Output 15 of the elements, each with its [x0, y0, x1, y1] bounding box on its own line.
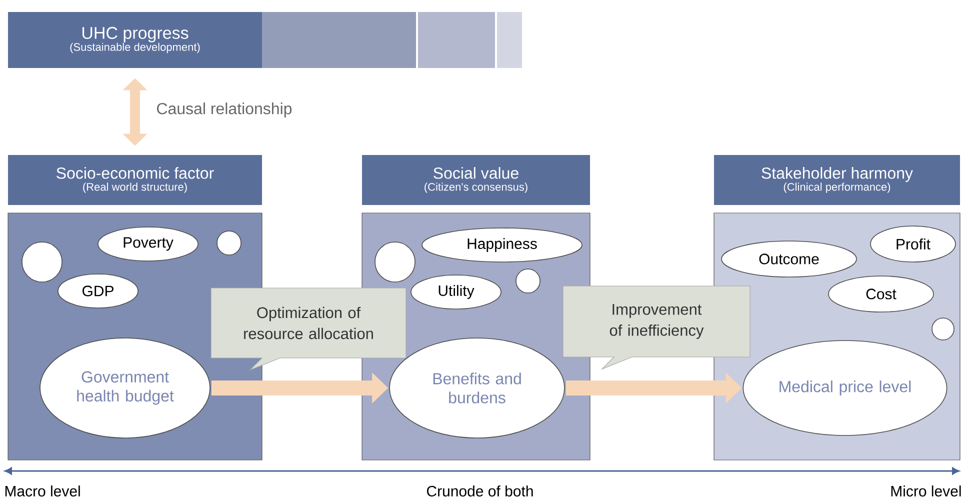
panel-heading: Stakeholder harmony (Clinical performance): [714, 155, 960, 205]
axis-label: Micro level: [891, 485, 961, 496]
title-box: UHC progress (Sustainable development): [8, 12, 262, 68]
edge-label: Causal relationship: [157, 102, 292, 118]
bubble: [516, 268, 540, 294]
callout-box: Optimization of resource allocation: [210, 288, 406, 371]
bubble: [216, 230, 242, 256]
panel-heading: Social value (Citizen's consensus): [362, 155, 590, 205]
bubble: [22, 242, 62, 282]
callout-box: Improvement of inefficiency: [562, 286, 750, 370]
bubble: [932, 318, 954, 340]
bubble: [374, 242, 416, 282]
axis-label: Crunode of both: [426, 485, 533, 496]
panel-heading: Socio-economic factor (Real world structure): [8, 155, 262, 205]
axis-label: Macro level: [5, 485, 80, 496]
